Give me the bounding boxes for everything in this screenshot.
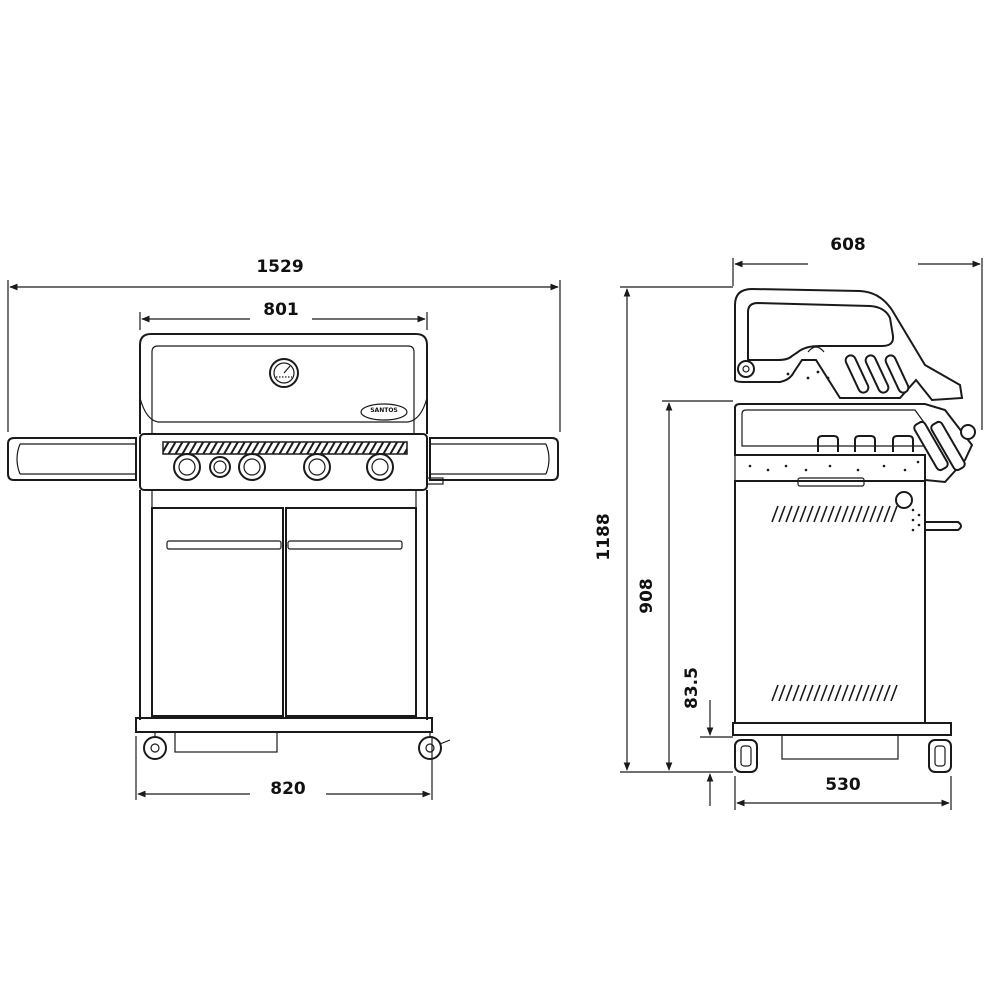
svg-text:1529: 1529 [256, 257, 303, 277]
side-firebox [734, 403, 976, 484]
burner-knob-icon [173, 453, 201, 481]
side-handle [925, 521, 962, 531]
side-burner-knob-icon [209, 456, 231, 478]
burner-bracket [817, 435, 914, 452]
svg-text:530: 530 [825, 775, 861, 795]
burner-knob-icon [238, 453, 266, 481]
side-view [732, 287, 976, 773]
dim-cart-depth: 530 [734, 774, 952, 810]
door-handle-left [166, 540, 282, 550]
side-knob-icon [895, 491, 913, 509]
vent-louvres-top [771, 505, 898, 523]
vent-louvres-bottom [771, 684, 898, 702]
caster-wheel-icon [143, 732, 167, 760]
svg-text:608: 608 [830, 235, 866, 255]
svg-text:820: 820 [270, 779, 306, 799]
dim-total-height: 1188 [592, 286, 733, 773]
side-control-knob-icon [913, 420, 976, 472]
dim-total-width: 1529 [7, 252, 561, 432]
grill-lid: SANTOS [139, 333, 428, 434]
dim-depth: 608 [732, 235, 983, 430]
brand-logo: SANTOS [360, 403, 408, 421]
caster-wheel-icon [418, 732, 451, 760]
svg-text:801: 801 [263, 300, 299, 320]
dim-lid-width: 801 [139, 300, 428, 330]
dim-work-height: 908 [637, 400, 733, 771]
side-wheel-icon [734, 739, 758, 773]
svg-text:1188: 1188 [594, 513, 614, 560]
dim-wheel-height: 83.5 [682, 667, 733, 806]
front-view: SANTOS [7, 333, 559, 760]
cabinet [135, 490, 451, 760]
dim-cart-width: 820 [135, 736, 433, 800]
thermometer-icon [269, 358, 299, 388]
gas-bottle-tray [174, 731, 278, 753]
burner-knob-icon [366, 453, 394, 481]
side-lid [734, 287, 964, 402]
vent-slot [844, 354, 910, 394]
left-side-shelf [7, 437, 137, 481]
svg-text:83.5: 83.5 [682, 667, 702, 709]
burner-knob-icon [303, 453, 331, 481]
side-gas-tray [781, 734, 899, 760]
door-handle-right [287, 540, 403, 550]
right-side-shelf [429, 437, 559, 481]
side-cabinet [732, 477, 962, 773]
side-wheel-icon [928, 739, 952, 773]
svg-text:908: 908 [637, 578, 657, 614]
control-panel [139, 433, 444, 491]
lid-hinge [737, 360, 755, 378]
svg-text:SANTOS: SANTOS [370, 407, 398, 414]
